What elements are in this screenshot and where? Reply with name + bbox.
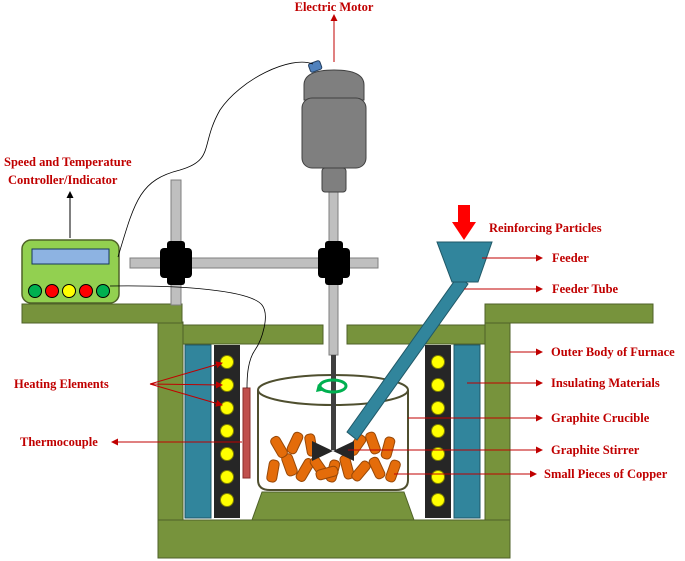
copper-pieces xyxy=(266,431,401,483)
label-graphite-crucible: Graphite Crucible xyxy=(551,411,650,425)
speed-temperature-controller xyxy=(21,239,120,304)
label-electric-motor: Electric Motor xyxy=(295,0,374,14)
label-controller-line2: Controller/Indicator xyxy=(8,173,118,187)
wires xyxy=(109,61,314,389)
pointer-arrows xyxy=(111,14,543,478)
stand-clamp-right xyxy=(318,241,350,285)
crucible-base xyxy=(251,491,415,521)
stirrer-rod xyxy=(331,355,336,450)
stand-horizontal xyxy=(129,257,379,269)
heating-element-left xyxy=(214,345,240,518)
label-graphite-stirrer: Graphite Stirrer xyxy=(551,443,640,457)
down-arrow-icon xyxy=(452,205,476,240)
label-feeder: Feeder xyxy=(552,251,589,265)
label-reinforcing-particles: Reinforcing Particles xyxy=(489,221,602,235)
label-thermocouple: Thermocouple xyxy=(20,435,98,449)
stirrer-blade xyxy=(312,441,354,461)
thermocouple-probe xyxy=(242,387,251,479)
label-feeder-tube: Feeder Tube xyxy=(552,282,619,296)
rotation-arrow-icon xyxy=(316,378,348,394)
platform-right xyxy=(484,303,654,324)
insulation-left xyxy=(184,344,212,519)
label-insulating-materials: Insulating Materials xyxy=(551,376,660,390)
feeder-hopper xyxy=(436,241,493,283)
label-controller-line1: Speed and Temperature xyxy=(4,155,132,169)
platform-left xyxy=(21,303,183,324)
insulation-right xyxy=(453,344,481,519)
stand-clamp-left xyxy=(160,241,192,285)
label-heating-elements: Heating Elements xyxy=(14,377,109,391)
label-copper-pieces: Small Pieces of Copper xyxy=(544,467,668,481)
label-outer-body: Outer Body of Furnace xyxy=(551,345,675,359)
electric-motor xyxy=(301,60,367,193)
heating-element-right xyxy=(425,345,451,518)
